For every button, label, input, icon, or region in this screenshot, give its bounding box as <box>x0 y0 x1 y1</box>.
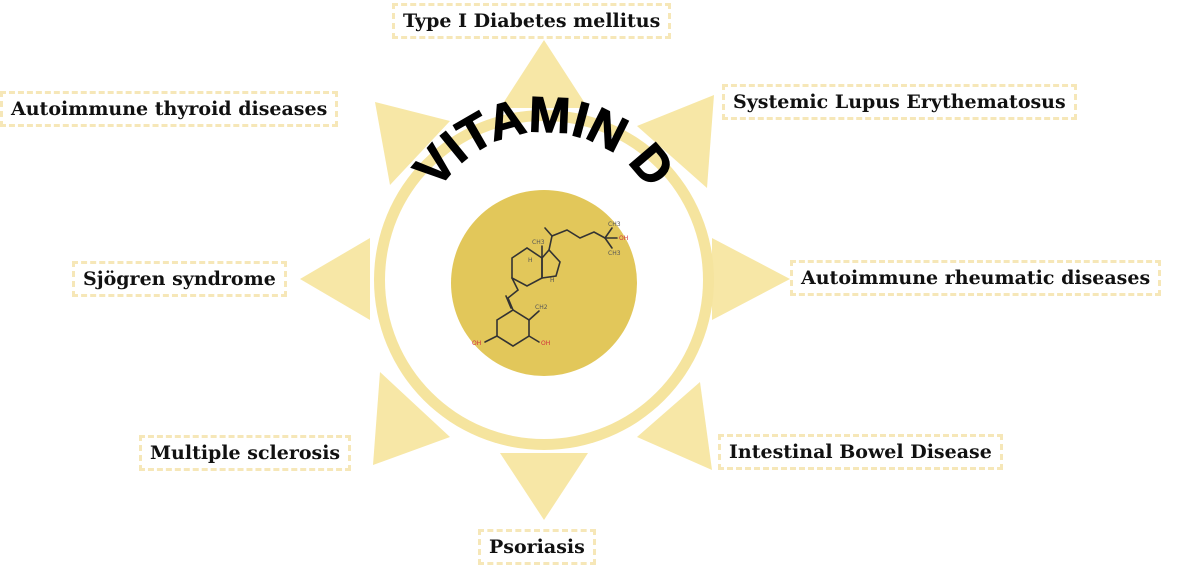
ray-left <box>300 238 370 320</box>
molecule-terminal-methyl-down <box>604 237 613 249</box>
label-text: Sjögren syndrome <box>83 268 276 290</box>
molecule-triene-double <box>505 295 512 309</box>
label-text: Multiple sclerosis <box>150 442 341 464</box>
label-text: Psoriasis <box>489 536 585 558</box>
label-text: Autoimmune thyroid diseases <box>11 98 328 120</box>
label-multiple-sclerosis: Multiple sclerosis <box>139 435 352 471</box>
molecule-atom-labels: OH OH OH <box>472 235 628 347</box>
ray-top <box>500 40 588 108</box>
sun-rays <box>300 40 790 520</box>
label-text: Type I Diabetes mellitus <box>403 10 661 32</box>
label-text: Systemic Lupus Erythematosus <box>733 91 1066 113</box>
atom-label-ch3-3: CH3 <box>608 250 621 257</box>
ray-top-right <box>637 95 714 188</box>
label-psoriasis: Psoriasis <box>478 529 596 565</box>
label-systemic-lupus-erythematosus: Systemic Lupus Erythematosus <box>722 84 1077 120</box>
molecule-triene-link <box>507 277 520 311</box>
core-circle <box>451 190 637 376</box>
atom-label-oh-left: OH <box>472 340 481 347</box>
vitamin-d-molecule <box>484 227 618 347</box>
atom-label-h-1: H <box>528 257 533 264</box>
atom-label-ch3-1: CH3 <box>532 239 545 246</box>
label-type-1-diabetes: Type I Diabetes mellitus <box>392 3 672 39</box>
molecule-methyl-c21 <box>544 227 553 237</box>
molecule-oh-bond-left <box>484 335 498 343</box>
molecule-side-chain <box>548 229 606 251</box>
label-autoimmune-rheumatic-diseases: Autoimmune rheumatic diseases <box>790 260 1162 296</box>
label-sjogren-syndrome: Sjögren syndrome <box>72 261 287 297</box>
molecule-ring-d <box>541 248 561 279</box>
molecule-h-labels: H H CH3 CH3 CH3 CH2 <box>528 221 621 311</box>
molecule-oh-bond-right <box>528 335 540 343</box>
label-intestinal-bowel-disease: Intestinal Bowel Disease <box>718 434 1003 470</box>
molecule-exocyclic-methylene <box>528 310 540 321</box>
atom-label-oh-right: OH <box>541 340 550 347</box>
ray-bottom-left <box>373 372 450 465</box>
atom-label-h-2: H <box>550 277 555 284</box>
label-text: Intestinal Bowel Disease <box>729 441 992 463</box>
label-text: Autoimmune rheumatic diseases <box>801 267 1151 289</box>
ray-top-left <box>375 102 450 185</box>
atom-label-ch2: CH2 <box>535 304 548 311</box>
ray-bottom-right <box>637 382 712 470</box>
atom-label-oh-side: OH <box>619 235 628 242</box>
molecule-terminal-methyl-up <box>604 227 613 239</box>
atom-label-ch3-2: CH3 <box>608 221 621 228</box>
ray-right <box>712 238 790 320</box>
label-autoimmune-thyroid-diseases: Autoimmune thyroid diseases <box>0 91 339 127</box>
ray-bottom <box>500 453 588 520</box>
